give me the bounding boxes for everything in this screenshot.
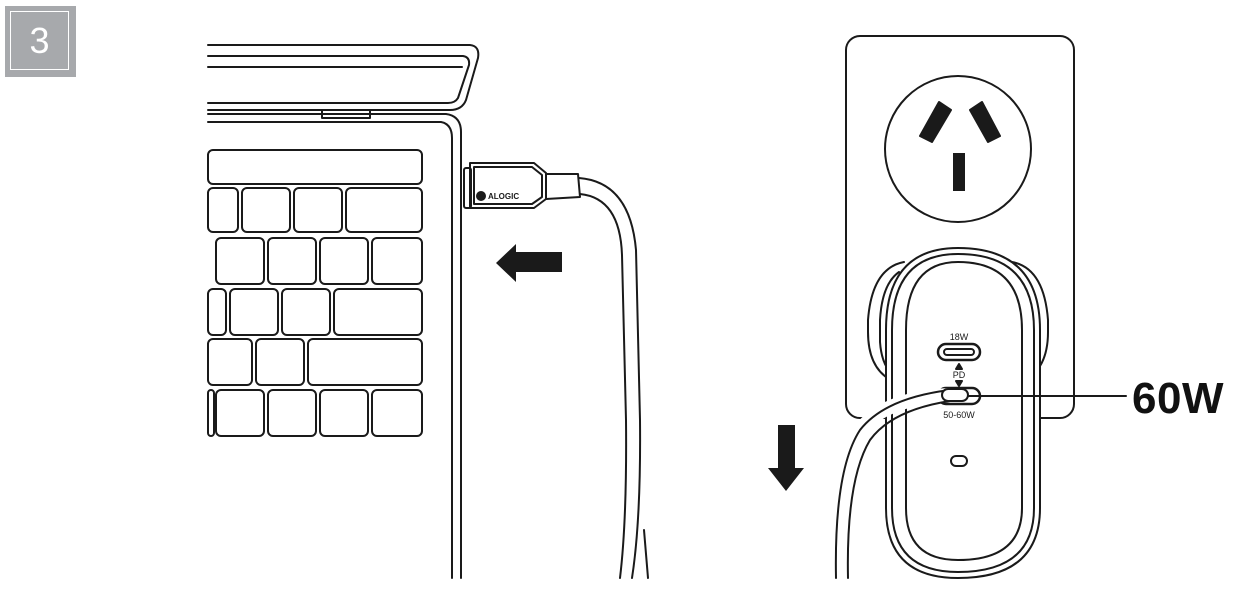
socket-slot-right <box>969 101 1001 143</box>
cable-strain-relief <box>545 173 581 200</box>
callout-label: 60W <box>1132 374 1224 423</box>
charger-body <box>885 247 1041 579</box>
step-number-badge: 3 <box>5 6 76 77</box>
keyboard <box>207 187 423 437</box>
top-port-label: 18W <box>950 332 969 342</box>
socket-face <box>884 75 1032 223</box>
arrows <box>496 244 804 491</box>
step-number: 3 <box>10 11 69 70</box>
socket-slot-earth <box>953 153 965 191</box>
cable-line-laptop <box>578 177 642 579</box>
cable-brand-text: ALOGIC <box>488 192 519 201</box>
port-18w <box>936 342 982 362</box>
usb-c-cable-charger-end <box>828 388 969 585</box>
usb-c-cable-laptop-end <box>463 162 649 579</box>
socket-slot-left <box>919 101 952 143</box>
cable-brand: ALOGIC <box>476 191 519 201</box>
brand-logo-icon <box>476 191 486 201</box>
laptop-lid <box>207 44 480 111</box>
arrow-left-icon <box>496 244 562 282</box>
cable-line-charger <box>834 389 951 579</box>
laptop <box>207 44 480 579</box>
charger <box>867 247 1049 579</box>
touch-bar <box>207 149 423 185</box>
arrow-down-icon <box>768 425 804 491</box>
bottom-port-label: 50-60W <box>943 410 975 420</box>
port-bottom <box>950 455 968 467</box>
laptop-base <box>207 113 462 579</box>
pd-label: PD <box>953 370 966 380</box>
charger-labels: 18W PD 50-60W <box>943 332 975 420</box>
laptop-lid-inner <box>207 55 471 104</box>
